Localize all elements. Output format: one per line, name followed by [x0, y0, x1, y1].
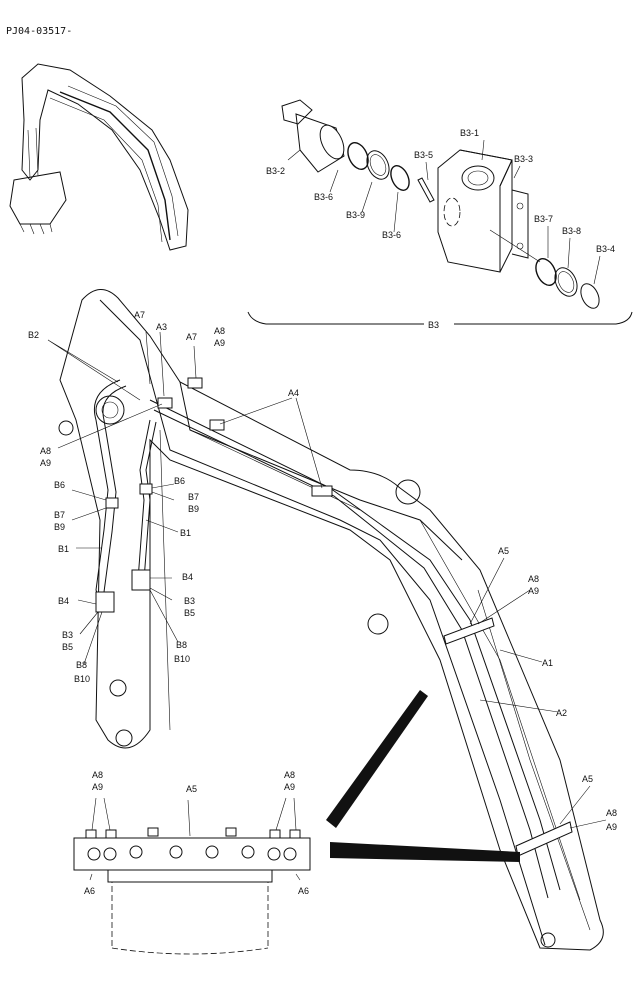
- label-a5-boom-lower: A5: [582, 774, 593, 784]
- label-a9-detail-left: A9: [92, 782, 103, 792]
- label-a7-right: A7: [186, 332, 197, 342]
- excavator-locator-thumbnail: [9, 63, 189, 251]
- label-a2: A2: [556, 708, 567, 718]
- label-b1-left: B1: [58, 544, 69, 554]
- label-a8-detail-right: A8: [284, 770, 295, 780]
- label-b3-group: B3: [428, 320, 439, 330]
- label-a8-boom: A8: [528, 574, 539, 584]
- label-a3: A3: [156, 322, 167, 332]
- label-b3-right: B3: [184, 596, 195, 606]
- label-a4: A4: [288, 388, 299, 398]
- label-a6-right: A6: [298, 886, 309, 896]
- label-b3-6-a: B3-6: [314, 192, 333, 202]
- label-a5-boom-upper: A5: [498, 546, 509, 556]
- label-b10-left: B10: [74, 674, 90, 684]
- label-b3-left: B3: [62, 630, 73, 640]
- label-a7-left: A7: [134, 310, 145, 320]
- label-b3-9: B3-9: [346, 210, 365, 220]
- label-b1-right: B1: [180, 528, 191, 538]
- label-b5-left: B5: [62, 642, 73, 652]
- label-a9-detail-right: A9: [284, 782, 295, 792]
- label-a6-left: A6: [84, 886, 95, 896]
- part-labels: B3 B3-1 B3-2 B3-3 B3-4 B3-5 B3-6 B3-6 B3…: [28, 128, 617, 896]
- leader-lines: [47, 331, 607, 829]
- a5-clamp-detail: [73, 797, 311, 955]
- label-a8-left: A8: [40, 446, 51, 456]
- label-b3-7: B3-7: [534, 214, 553, 224]
- boom-assembly: [58, 289, 604, 951]
- label-b7-right: B7: [188, 492, 199, 502]
- label-b3-3: B3-3: [514, 154, 533, 164]
- label-a9-boom: A9: [528, 586, 539, 596]
- label-b7-left: B7: [54, 510, 65, 520]
- label-a8-boom-lower: A8: [606, 808, 617, 818]
- label-b8-left: B8: [76, 660, 87, 670]
- label-b6-left: B6: [54, 480, 65, 490]
- label-a9-left: A9: [40, 458, 51, 468]
- label-b8-right: B8: [176, 640, 187, 650]
- label-a8-top: A8: [214, 326, 225, 336]
- label-b3-1: B3-1: [460, 128, 479, 138]
- label-b5-right: B5: [184, 608, 195, 618]
- label-b3-5: B3-5: [414, 150, 433, 160]
- label-a5-detail: A5: [186, 784, 197, 794]
- label-b4-right: B4: [182, 572, 193, 582]
- label-a8-detail-left: A8: [92, 770, 103, 780]
- label-a1: A1: [542, 658, 553, 668]
- label-a9-top: A9: [214, 338, 225, 348]
- drawing-code: PJ04-03517-: [6, 26, 72, 37]
- label-a9-boom-lower: A9: [606, 822, 617, 832]
- label-b3-6-b: B3-6: [382, 230, 401, 240]
- label-b3-2: B3-2: [266, 166, 285, 176]
- label-b9-left: B9: [54, 522, 65, 532]
- label-b9-right: B9: [188, 504, 199, 514]
- label-b3-4: B3-4: [596, 244, 615, 254]
- label-b6-right: B6: [174, 476, 185, 486]
- label-b10-right: B10: [174, 654, 190, 664]
- label-b2: B2: [28, 330, 39, 340]
- label-b3-8: B3-8: [562, 226, 581, 236]
- b3-valve-assembly-detail: [247, 99, 633, 325]
- label-b4-left: B4: [58, 596, 69, 606]
